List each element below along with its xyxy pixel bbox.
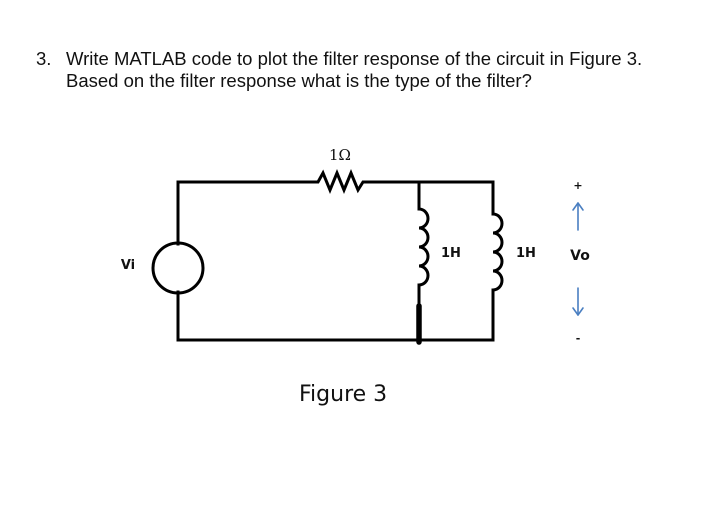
question-line-1: Write MATLAB code to plot the filter res… — [66, 48, 643, 69]
inductor-2 — [491, 212, 504, 292]
minus-label: - — [576, 332, 581, 345]
question-number: 3. — [36, 48, 52, 69]
figure-caption: Figure 3 — [299, 382, 388, 407]
plus-label: + — [573, 179, 582, 192]
down-arrow-icon — [572, 287, 584, 316]
source-label: Vi — [121, 258, 135, 273]
output-label: Vo — [570, 248, 590, 264]
inductor-2-label: 1H — [516, 246, 536, 261]
inductor-1-label: 1H — [441, 246, 461, 261]
question-line-2: Based on the filter response what is the… — [66, 70, 532, 91]
resistor — [310, 169, 374, 194]
inductor-1 — [417, 207, 430, 287]
up-arrow-icon — [572, 202, 584, 231]
resistor-label: 1Ω — [329, 146, 351, 164]
voltage-source — [151, 241, 205, 295]
